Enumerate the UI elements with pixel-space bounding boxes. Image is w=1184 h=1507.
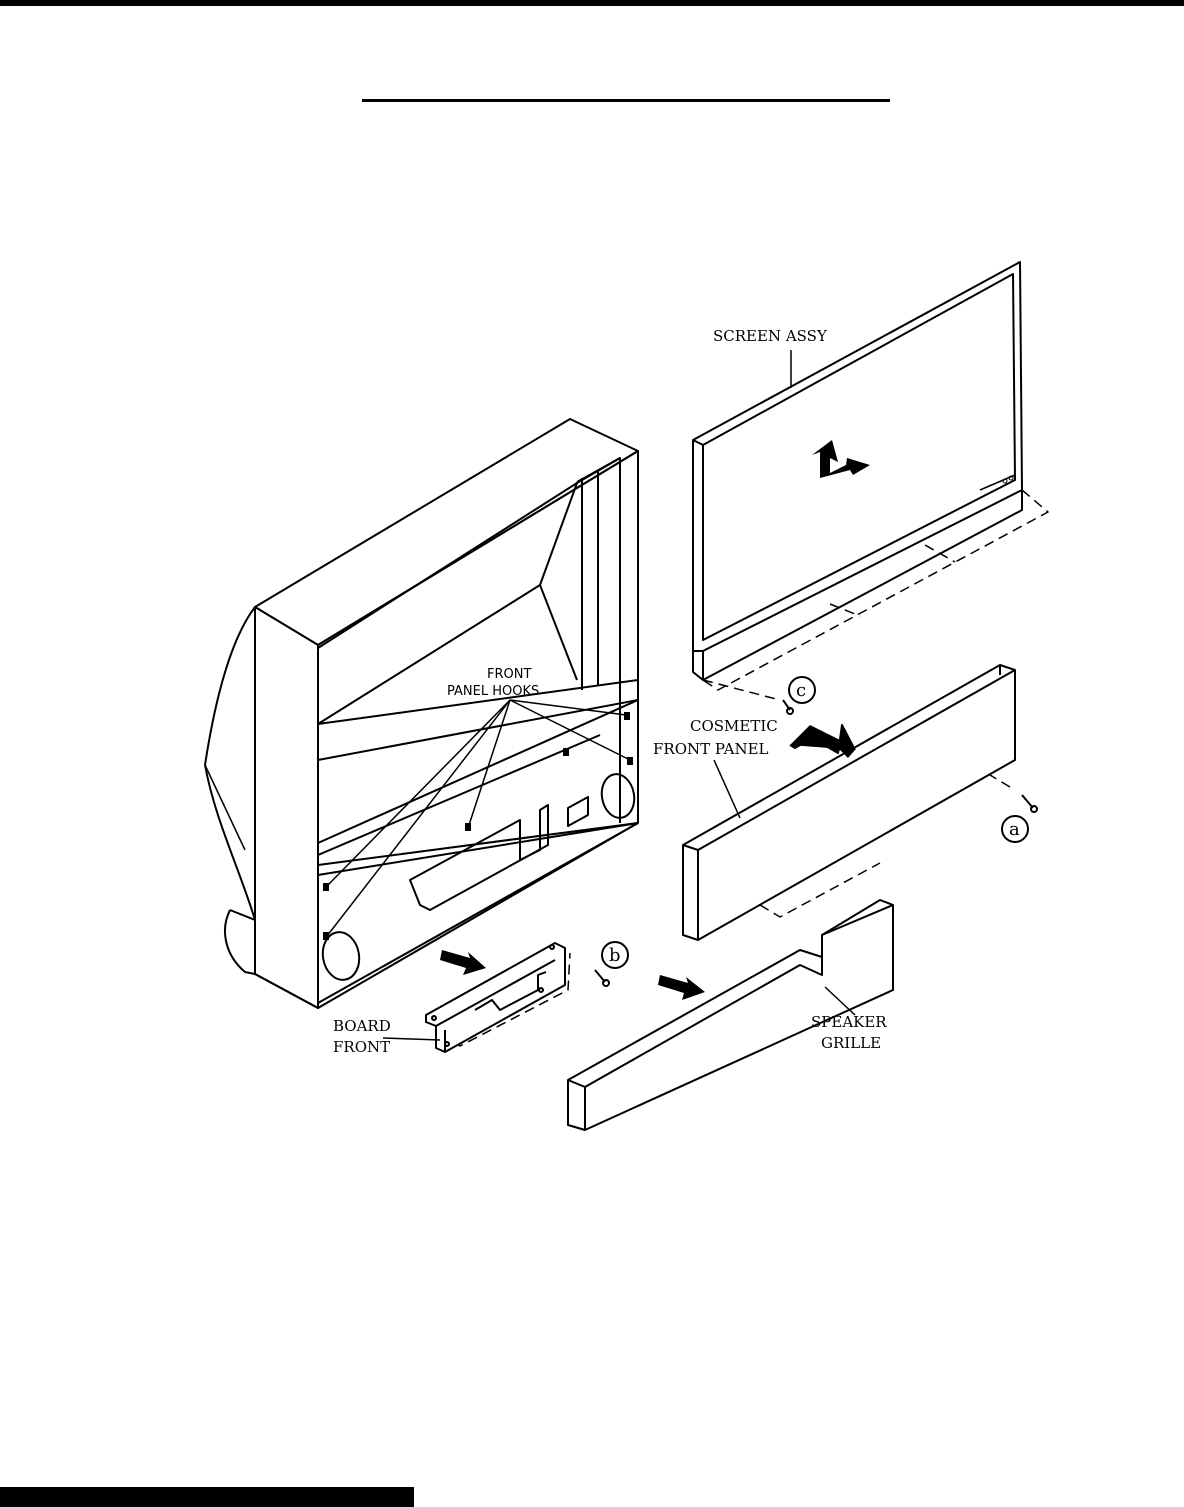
bottom-bar	[0, 1487, 414, 1507]
speaker-grille-part	[567, 899, 894, 1131]
callout-circle-a	[1001, 815, 1029, 843]
callout-circle-c	[788, 676, 816, 704]
screws	[594, 699, 1038, 987]
tv-cabinet	[204, 418, 639, 1009]
callout-b: b	[609, 945, 621, 966]
callout-a: a	[1009, 819, 1020, 840]
label-cosmetic-line2: FRONT PANEL	[653, 740, 769, 758]
label-speaker-grille-line1: SPEAKER	[811, 1013, 887, 1031]
title-underline	[362, 99, 890, 102]
label-board-front-line2: FRONT	[333, 1038, 390, 1056]
callout-c: c	[796, 680, 806, 701]
label-front-panel-hooks-line2: PANEL HOOKS	[447, 684, 539, 699]
label-front-panel-hooks-line1: FRONT	[487, 667, 531, 682]
callout-circle-b	[601, 941, 629, 969]
screen-assy-part	[692, 261, 1023, 681]
cosmetic-front-panel-part	[682, 664, 1016, 941]
label-board-front-line1: BOARD	[333, 1017, 391, 1035]
label-cosmetic-line1: COSMETIC	[690, 717, 778, 735]
leader-lines	[204, 350, 856, 1041]
top-rule	[0, 0, 1184, 6]
label-screen-assy: SCREEN ASSY	[713, 327, 828, 345]
label-speaker-grille-line2: GRILLE	[821, 1034, 881, 1052]
board-front-part	[425, 942, 566, 1053]
